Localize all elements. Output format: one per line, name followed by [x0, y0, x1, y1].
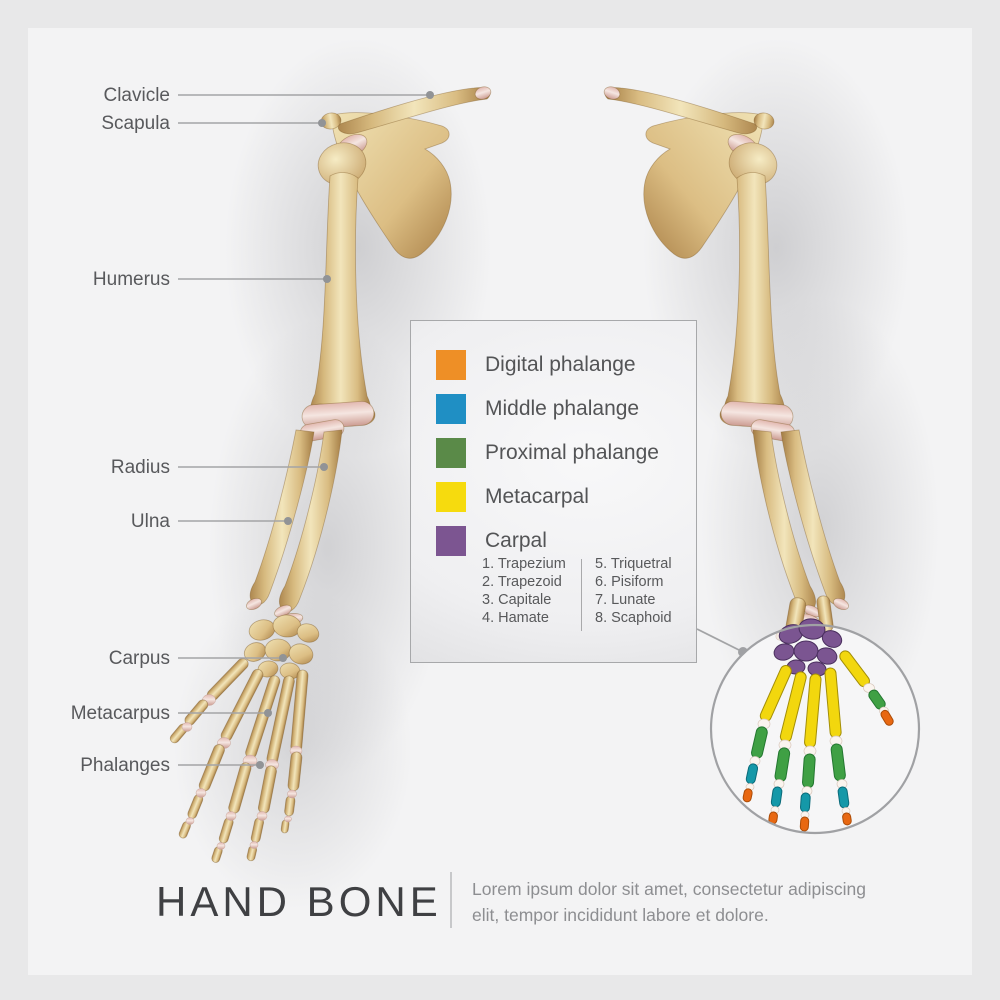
carpal-item: 7. Lunate [595, 592, 656, 608]
label-radius: Radius [110, 457, 170, 478]
humerus-bone [310, 172, 371, 427]
magnifier-circle-rim [709, 623, 921, 835]
digital-phalange-label: Digital phalange [485, 353, 636, 376]
label-ulna: Ulna [130, 511, 170, 532]
title-divider [450, 872, 452, 928]
proximal-phalange-swatch [436, 438, 466, 468]
clavicle-bone [338, 87, 491, 135]
carpal-item: 2. Trapezoid [482, 574, 562, 590]
metacarpal-swatch [436, 482, 466, 512]
subtitle-text: Lorem ipsum dolor sit amet, consectetur … [472, 876, 866, 928]
label-phalanges: Phalanges [80, 755, 170, 776]
middle-phalanges-colored [745, 763, 850, 813]
metacarpal-label: Metacarpal [485, 485, 589, 508]
label-clavicle: Clavicle [103, 85, 170, 106]
clavicle-cartilage-cap [474, 86, 492, 100]
carpal-list-right: 5. Triquetral 6. Pisiform 7. Lunate 8. S… [595, 555, 672, 627]
finger-joint-cartilage [181, 722, 297, 850]
proximal-phalange-label: Proximal phalange [485, 441, 659, 464]
subtitle-line-2: elit, tempor incididunt labore et dolore… [472, 905, 769, 925]
carpal-label: Carpal [485, 529, 547, 552]
carpal-item: 6. Pisiform [595, 574, 664, 590]
carpal-list-left: 1. Trapezium 2. Trapezoid 3. Capitale 4.… [482, 555, 566, 627]
label-metacarpus: Metacarpus [70, 703, 170, 724]
page-title: HAND BONE [156, 878, 442, 925]
carpal-item: 8. Scaphoid [595, 610, 672, 626]
leader-lines [178, 94, 428, 766]
carpal-item: 3. Capitale [482, 592, 552, 608]
label-humerus: Humerus [92, 269, 170, 290]
carpal-item: 1. Trapezium [482, 556, 566, 572]
metacarpal-bones [206, 658, 309, 765]
colored-hand-bones [742, 595, 894, 832]
subtitle-line-1: Lorem ipsum dolor sit amet, consectetur … [472, 879, 866, 899]
label-scapula: Scapula [101, 113, 170, 134]
middle-phalange-label: Middle phalange [485, 397, 640, 420]
carpal-bones-colored [773, 618, 843, 677]
label-carpus: Carpus [108, 648, 170, 669]
legend-connector-line [696, 628, 742, 652]
carpal-list-divider [581, 559, 582, 631]
phalange-bones [169, 699, 303, 863]
legend-box: Digital phalange Middle phalange Proxima… [410, 320, 697, 663]
carpal-swatch [436, 526, 466, 556]
carpal-item: 4. Hamate [482, 610, 549, 626]
middle-phalange-swatch [436, 394, 466, 424]
digital-phalange-swatch [436, 350, 466, 380]
wrist-cartilage [246, 597, 262, 611]
arm-upper-bones [246, 86, 492, 627]
distal-phalanges-colored [742, 709, 894, 832]
carpal-item: 5. Triquetral [595, 556, 672, 572]
carpus-cluster [243, 614, 320, 680]
left-hand-bones [169, 614, 320, 863]
leader-dots [256, 91, 434, 769]
